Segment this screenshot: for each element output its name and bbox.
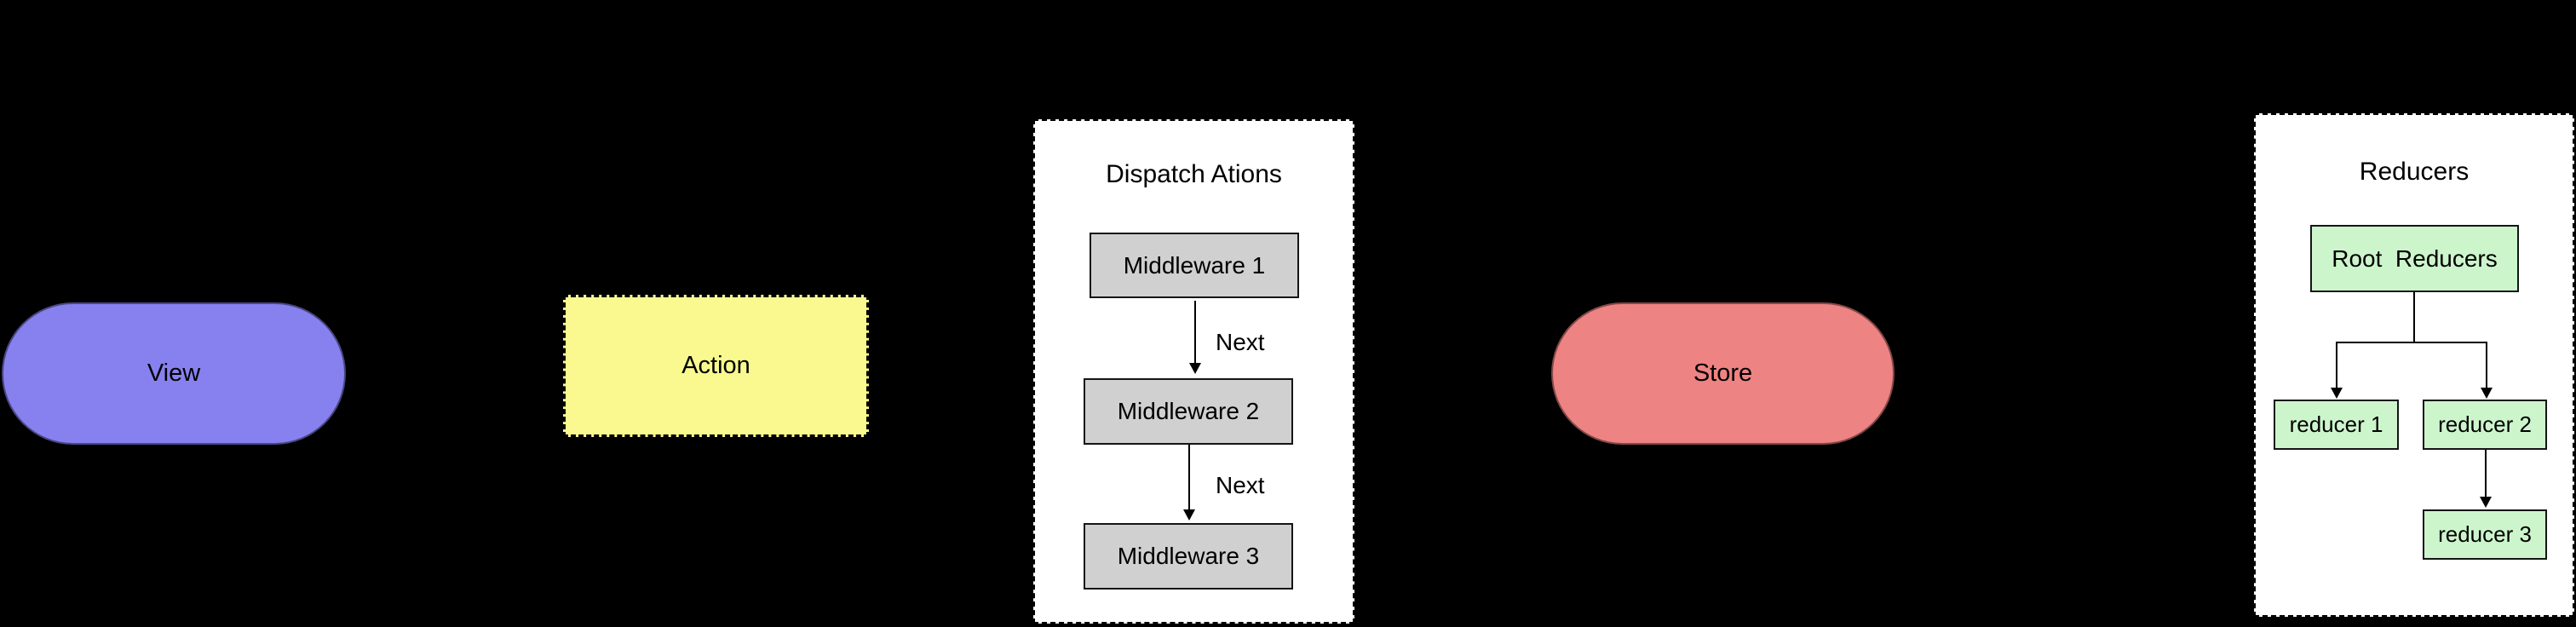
edge-label-next-1: Next [1216, 329, 1265, 355]
arrow-down-icon [1183, 509, 1195, 521]
view-node: View [2, 302, 346, 445]
reducer-1-label: reducer 1 [2289, 411, 2383, 437]
middleware-1-label: Middleware 1 [1123, 251, 1266, 279]
edge-label-next-2: Next [1216, 472, 1265, 498]
reducer-box-3: reducer 3 [2423, 509, 2547, 560]
arrow-down-icon [2331, 388, 2343, 399]
dispatch-panel: Dispatch Ations Middleware 1 Next Middle… [1033, 119, 1354, 624]
reducers-panel-title: Reducers [2359, 158, 2470, 186]
store-node: Store [1551, 302, 1895, 445]
connector-drop-right [2486, 342, 2487, 389]
connector-stem-root [2413, 292, 2415, 343]
action-node: Action [563, 295, 869, 437]
connector-branch-bar [2336, 342, 2487, 343]
arrow-down-icon [2480, 497, 2492, 508]
middleware-box-2: Middleware 2 [1084, 378, 1293, 445]
root-reducers-box: Root Reducers [2310, 225, 2519, 292]
middleware-box-3: Middleware 3 [1084, 523, 1293, 590]
reducer-box-1: reducer 1 [2274, 400, 2399, 450]
view-node-label: View [147, 360, 201, 387]
dispatch-panel-title: Dispatch Ations [1106, 160, 1282, 188]
middleware-box-1: Middleware 1 [1090, 233, 1299, 298]
action-node-label: Action [681, 352, 750, 379]
store-node-label: Store [1693, 360, 1753, 387]
connector-drop-left [2336, 342, 2337, 389]
connector-line-r2-r3 [2485, 450, 2487, 498]
middleware-3-label: Middleware 3 [1117, 543, 1260, 569]
reducers-panel: Reducers Root Reducers reducer 1 reducer… [2254, 113, 2574, 617]
reducer-2-label: reducer 2 [2438, 411, 2532, 437]
arrow-down-icon [2481, 388, 2493, 399]
connector-line-mw1-mw2 [1194, 301, 1196, 365]
root-reducers-label: Root Reducers [2332, 244, 2498, 272]
reducer-3-label: reducer 3 [2438, 521, 2532, 547]
arrow-down-icon [1189, 363, 1201, 374]
reducer-box-2: reducer 2 [2423, 400, 2547, 450]
middleware-2-label: Middleware 2 [1117, 398, 1260, 424]
connector-line-mw2-mw3 [1188, 445, 1190, 511]
